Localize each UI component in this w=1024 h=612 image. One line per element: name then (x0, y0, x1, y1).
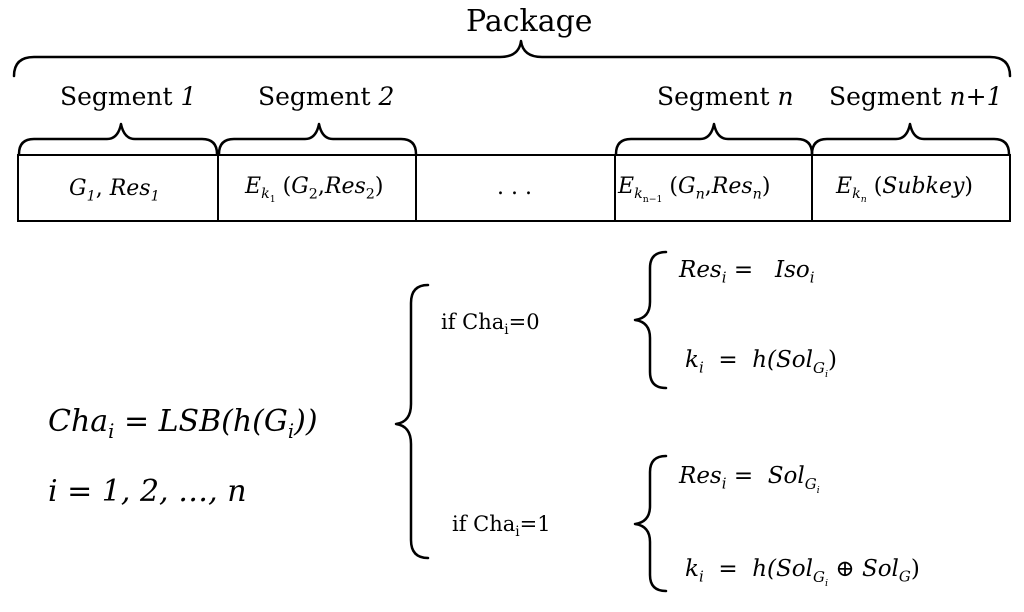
segment-n1-brace (810, 122, 1011, 156)
segment-label-n: Segment n (657, 82, 794, 111)
segment-label-2: Segment 2 (258, 82, 395, 111)
segment-2-brace (217, 122, 418, 156)
segment-n-brace (614, 122, 814, 156)
segment-1-brace (17, 122, 219, 156)
case1-brace (633, 250, 668, 390)
package-brace (12, 39, 1012, 78)
segment-label-1: Segment 1 (60, 82, 197, 111)
cell-1: G1, Res1 (69, 176, 160, 205)
package-title: Package (466, 4, 593, 39)
case2-condition: if Chai=1 (452, 512, 551, 541)
package-box (17, 154, 1011, 222)
case1-res-equation: Resi = Isoi (679, 257, 815, 287)
cell-n1: Ekn (Subkey) (836, 174, 973, 206)
case2-k-equation: ki = h(SolGi ⊕ SolG) (685, 556, 920, 589)
case2-res-equation: Resi = SolGi (679, 463, 820, 496)
case1-condition: if Chai=0 (441, 310, 540, 339)
cases-brace (394, 283, 430, 560)
case2-brace (633, 454, 668, 593)
cell-ellipsis: . . . (497, 175, 532, 200)
cell-n: Ekn−1 (Gn,Resn) (618, 174, 771, 206)
segment-label-n1: Segment n+1 (829, 82, 1003, 111)
formula-index: i = 1, 2, …, n (48, 474, 247, 509)
case1-k-equation: ki = h(SolGi) (685, 347, 838, 380)
cell-2: Ek1 (G2,Res2) (245, 174, 384, 206)
formula-cha: Chai = LSB(h(Gi)) (48, 404, 318, 443)
